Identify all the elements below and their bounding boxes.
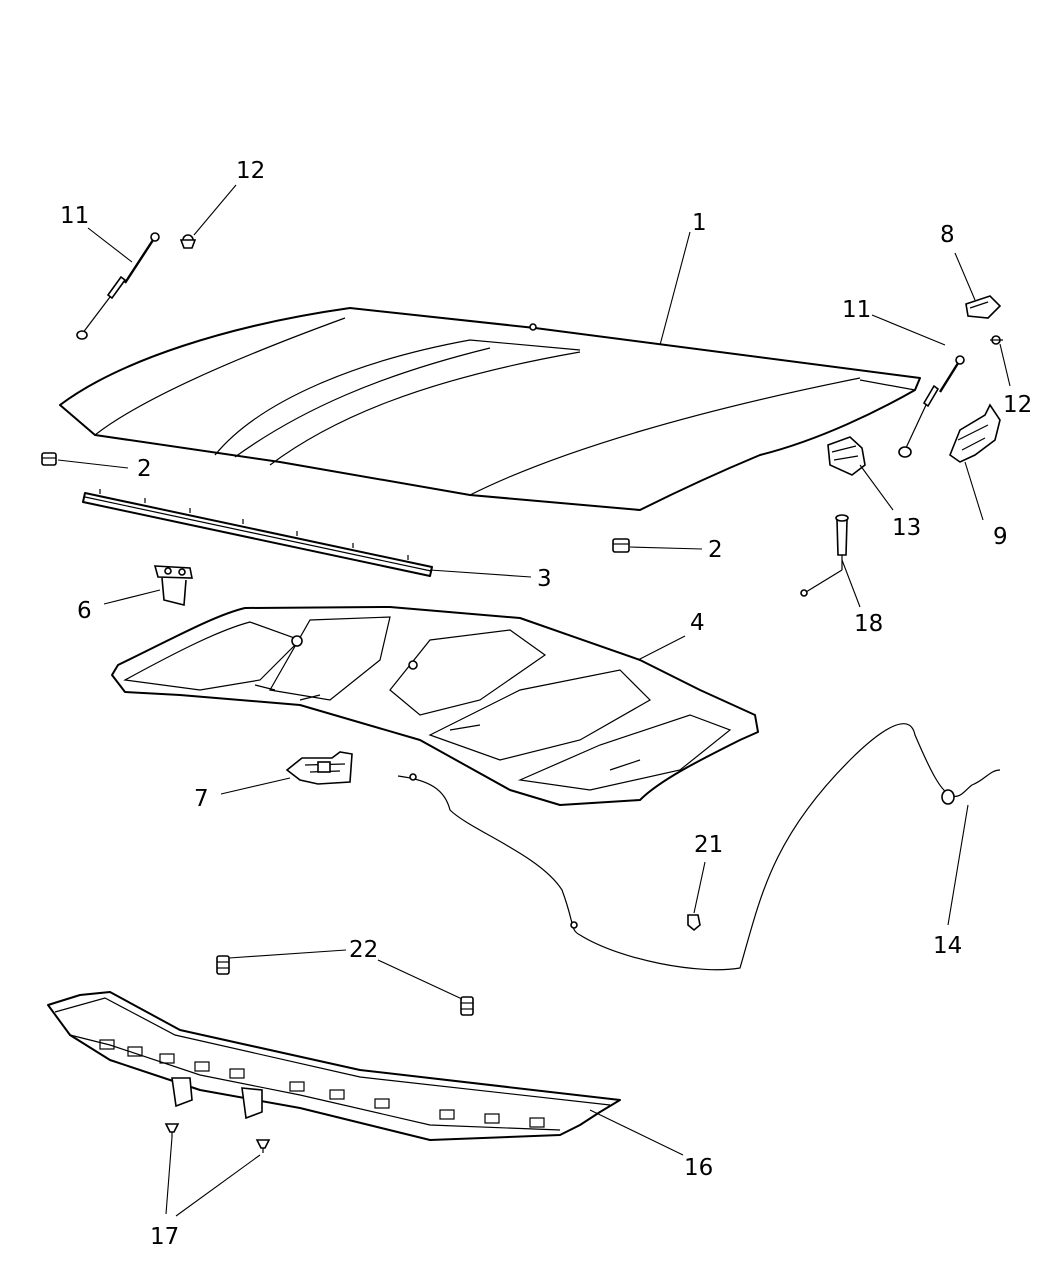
callout-14: 14: [933, 933, 962, 959]
callout-8: 8: [940, 222, 955, 248]
ball-stud-right: [990, 335, 1003, 345]
callout-11-right: 11: [842, 297, 871, 323]
callout-2-right: 2: [708, 537, 723, 563]
fastener-22b: [460, 996, 474, 1016]
callout-16: 16: [684, 1155, 713, 1181]
callout-22: 22: [349, 937, 378, 963]
gas-strut-left: [76, 232, 160, 340]
callout-2-left: 2: [137, 456, 152, 482]
striker: [153, 565, 193, 607]
bumper-left: [41, 452, 57, 466]
release-cable: [397, 723, 1001, 971]
callout-labels: 1 2 2 3 4 6 7 8 9 11 11 12 12 13 14 16 1…: [60, 158, 1032, 1250]
ball-stud-left: [179, 234, 197, 249]
callout-3: 3: [537, 566, 552, 592]
bracket: [827, 436, 866, 476]
seal-strip: [82, 489, 433, 577]
callout-11-left: 11: [60, 203, 89, 229]
callout-17: 17: [150, 1224, 179, 1250]
push-pin-1: [164, 1123, 180, 1137]
bumper-right: [612, 538, 630, 553]
hinge-cover: [965, 295, 1002, 319]
hood-inner-panel: [111, 606, 759, 806]
gas-strut-right: [898, 355, 965, 458]
callout-1: 1: [692, 210, 707, 236]
leader-lines: [57, 184, 1011, 1217]
prop-rod: [800, 514, 849, 597]
latch: [285, 751, 353, 785]
callout-12-right: 12: [1003, 392, 1032, 418]
hinge: [949, 403, 1001, 463]
fastener-22a: [216, 955, 230, 975]
callout-12-left: 12: [236, 158, 265, 184]
callout-21: 21: [694, 832, 723, 858]
hood-panel: [59, 307, 921, 511]
callout-13: 13: [892, 515, 921, 541]
push-pin-2: [255, 1139, 271, 1153]
callout-4: 4: [690, 610, 705, 636]
clip-21: [687, 914, 701, 932]
callout-7: 7: [194, 786, 209, 812]
front-cover: [47, 991, 621, 1141]
callout-6: 6: [77, 598, 92, 624]
callout-18: 18: [854, 611, 883, 637]
callout-9: 9: [993, 524, 1008, 550]
